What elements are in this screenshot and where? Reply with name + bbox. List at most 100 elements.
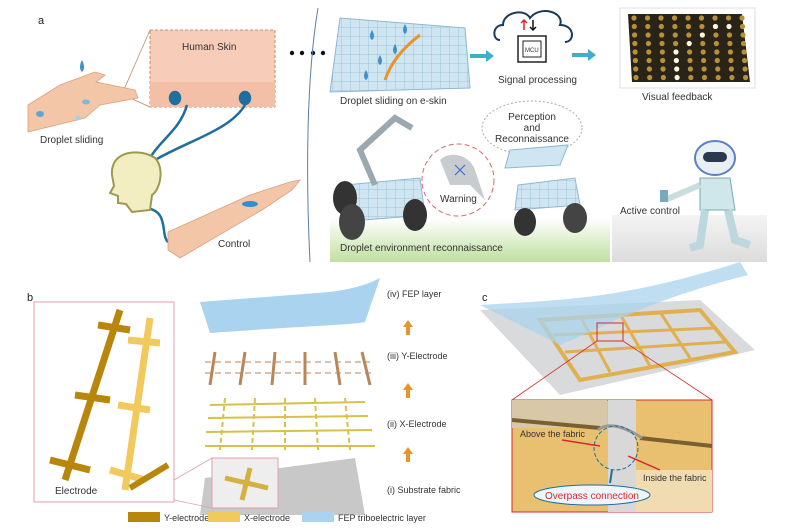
device-illustration: [480, 262, 755, 401]
led-dot: [673, 57, 679, 64]
led-dot: [646, 49, 652, 55]
human-skin-box: Human Skin: [121, 29, 276, 108]
led-dot: [715, 74, 721, 81]
led-dot: [687, 57, 693, 64]
rover-robot-2: [504, 144, 587, 236]
led-dot: [741, 57, 748, 64]
led-dot: [644, 15, 651, 21]
droplet-sliding-label: Droplet sliding: [40, 135, 103, 146]
visual-feedback-label: Visual feedback: [642, 92, 713, 103]
led-dot: [714, 57, 720, 64]
droplet-icon: [36, 111, 44, 117]
head-icon: [108, 151, 162, 214]
nerve-pathway: [144, 90, 252, 243]
led-dot: [659, 40, 665, 47]
led-dot: [686, 32, 692, 38]
led-dot: [687, 49, 693, 55]
led-dot: [673, 49, 679, 55]
led-dot: [712, 15, 718, 21]
led-dot: [632, 57, 639, 64]
led-dot: [647, 74, 653, 81]
ground: [330, 218, 610, 262]
led-dot: [687, 66, 694, 72]
legend-swatch-y: [128, 512, 160, 522]
overpass-closeup: Above the fabric Inside the fabric Overp…: [511, 399, 713, 513]
led-dot: [660, 57, 666, 64]
led-dot: [700, 40, 706, 47]
legend-label-y: Y-electrode: [164, 513, 209, 523]
led-dot: [698, 15, 705, 21]
led-dot: [674, 66, 680, 72]
led-dot: [632, 49, 638, 55]
led-dot: [699, 32, 705, 38]
layer-label-x: (ii) X-Electrode: [387, 419, 447, 429]
led-dot: [685, 23, 692, 30]
signal-processing-label: Signal processing: [498, 75, 577, 86]
layer-stack: [173, 278, 380, 515]
led-dot: [728, 66, 735, 72]
warning-callout: Warning: [421, 143, 495, 217]
cloud-mcu-icon: MCU: [493, 10, 573, 63]
svg-text:and: and: [524, 123, 541, 134]
led-dot: [714, 49, 720, 55]
rover-robot-1: [333, 114, 427, 240]
led-dot: [671, 15, 678, 21]
led-dot: [726, 23, 732, 30]
above-fabric-label: Above the fabric: [520, 429, 586, 439]
led-dot: [674, 74, 680, 81]
led-dot: [742, 66, 748, 72]
perception-bubble: Perception and Reconnaissance: [481, 100, 583, 156]
panel-a-letter: a: [38, 15, 45, 27]
led-dot: [645, 23, 651, 30]
led-dot: [701, 57, 707, 64]
led-dot: [631, 15, 637, 21]
led-dot: [658, 23, 664, 30]
led-dot: [700, 49, 706, 55]
led-dot: [646, 57, 652, 64]
mcu-label: MCU: [525, 48, 539, 54]
legend-swatch-x: [208, 512, 240, 522]
led-dot: [660, 74, 667, 81]
led-dot: [728, 57, 734, 64]
led-dot: [645, 40, 652, 47]
led-dot: [672, 32, 678, 38]
led-dot: [631, 32, 638, 38]
legend-swatch-fep: [302, 512, 334, 522]
led-dot: [739, 23, 746, 30]
led-dot: [685, 15, 691, 21]
warning-label: Warning: [440, 194, 477, 205]
ellipsis-dots: [289, 50, 326, 56]
led-dot: [726, 32, 733, 38]
led-dot: [646, 66, 652, 72]
svg-text:Perception: Perception: [508, 112, 556, 123]
led-dot: [660, 66, 666, 72]
control-label: Control: [218, 239, 250, 250]
led-dot: [686, 40, 692, 47]
led-dot: [727, 49, 734, 55]
led-dot: [701, 74, 708, 81]
led-dot: [741, 49, 747, 55]
inside-fabric-label: Inside the fabric: [643, 473, 707, 483]
fep-layer: [200, 278, 380, 333]
arm-illustration: [167, 179, 301, 259]
led-dot: [688, 74, 694, 81]
hand-illustration: [27, 60, 139, 133]
led-dot: [672, 23, 678, 30]
led-dot: [740, 32, 746, 38]
floor: [612, 215, 767, 262]
reconnaissance-label: Droplet environment reconnaissance: [340, 243, 503, 254]
droplet-icon: [75, 115, 81, 121]
droplet-icon: [82, 99, 90, 105]
svg-text:Reconnaissance: Reconnaissance: [495, 134, 569, 145]
led-dot: [631, 23, 637, 30]
electrode-closeup: Electrode: [33, 301, 175, 503]
divider: [307, 7, 319, 263]
electrode-label: Electrode: [55, 486, 98, 497]
led-dot: [701, 66, 707, 72]
led-dot: [699, 23, 705, 30]
legend: Y-electrode X-electrode FEP triboelectri…: [128, 512, 426, 523]
led-dot: [632, 40, 638, 47]
led-dot: [713, 40, 719, 47]
panel-b-letter: b: [27, 292, 33, 304]
